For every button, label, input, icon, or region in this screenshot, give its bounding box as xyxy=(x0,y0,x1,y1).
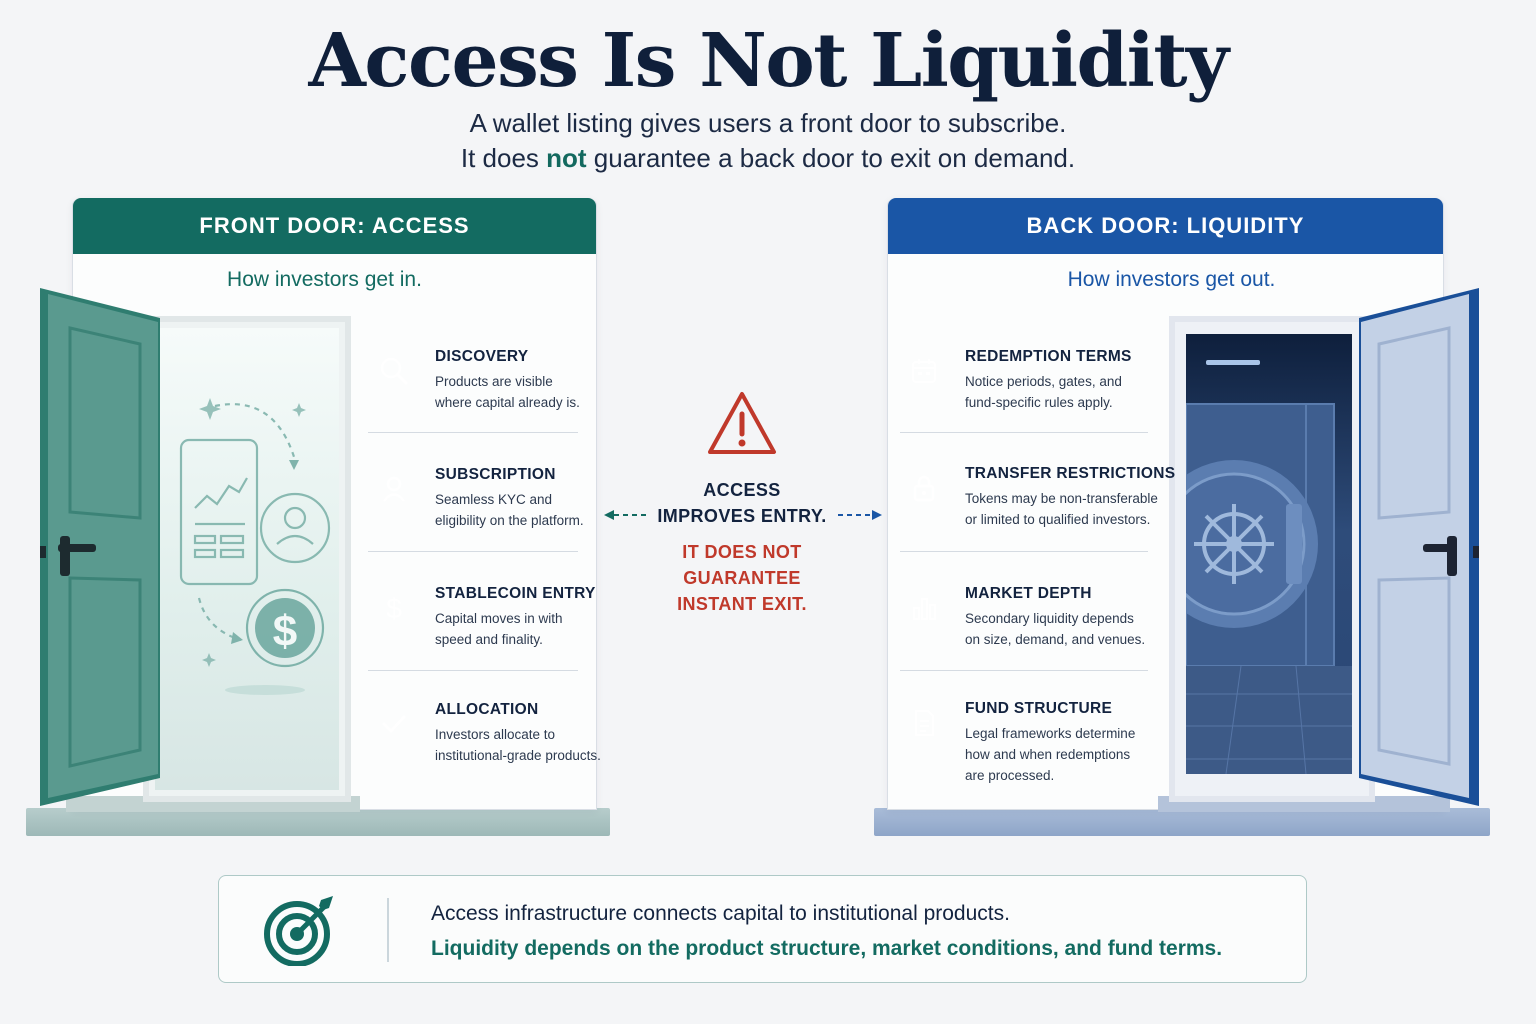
divider xyxy=(368,432,578,433)
summary-line-2: Liquidity depends on the product structu… xyxy=(431,937,1223,960)
vault-room xyxy=(1186,334,1352,774)
desc-line: Investors allocate to xyxy=(435,727,556,742)
front-item-subscription: SUBSCRIPTION Seamless KYC and eligibility… xyxy=(368,463,584,531)
back-item-fund-structure: FUND STRUCTURE Legal frameworks determin… xyxy=(898,697,1135,786)
subtitle-line-2-start: It does xyxy=(460,143,547,173)
front-door-heading: FRONT DOOR: ACCESS xyxy=(73,198,596,254)
back-item-transfer-restrictions: TRANSFER RESTRICTIONS Tokens may be non-… xyxy=(898,462,1175,530)
back-door xyxy=(1359,288,1479,806)
desc-line: are processed. xyxy=(965,768,1055,783)
divider xyxy=(900,670,1148,671)
front-item-title: DISCOVERY xyxy=(435,348,529,365)
front-item-title: STABLECOIN ENTRY xyxy=(435,585,596,602)
front-item-desc: Capital moves in with speed and finality. xyxy=(435,608,596,650)
front-item-allocation: ALLOCATION Investors allocate to institut… xyxy=(368,698,601,766)
back-door-heading: BACK DOOR: LIQUIDITY xyxy=(888,198,1443,254)
summary-separator xyxy=(387,898,389,962)
back-item-title: MARKET DEPTH xyxy=(965,585,1092,602)
summary-bar: Access infrastructure connects capital t… xyxy=(218,875,1307,983)
center-line-1: ACCESS xyxy=(703,480,781,500)
center-callout: ACCESS IMPROVES ENTRY. IT DOES NOT GUARA… xyxy=(604,390,880,620)
back-item-desc: Tokens may be non-transferable or limited… xyxy=(965,488,1175,530)
onboarding-illustration: $ xyxy=(179,398,331,695)
desc-line: where capital already is. xyxy=(435,395,580,410)
summary-line-1: Access infrastructure connects capital t… xyxy=(431,902,1010,925)
back-item-title: TRANSFER RESTRICTIONS xyxy=(965,465,1176,482)
divider xyxy=(368,551,578,552)
back-item-desc: Legal frameworks determine how and when r… xyxy=(965,723,1135,786)
desc-line: eligibility on the platform. xyxy=(435,513,584,528)
front-item-title: SUBSCRIPTION xyxy=(435,466,556,483)
desc-line: fund-specific rules apply. xyxy=(965,395,1113,410)
arrow-left-icon xyxy=(604,510,648,520)
page-title: Access Is Not Liquidity xyxy=(308,18,1229,104)
front-door xyxy=(40,288,160,806)
bar-chart-icon xyxy=(898,582,950,634)
desc-line: Secondary liquidity depends xyxy=(965,611,1134,626)
desc-line: Products are visible xyxy=(435,374,553,389)
front-item-stablecoin-entry: $ STABLECOIN ENTRY Capital moves in with… xyxy=(368,582,596,650)
subtitle-line-2-end: guarantee a back door to exit on demand. xyxy=(586,143,1076,173)
vault-illustration xyxy=(1186,360,1352,774)
front-item-discovery: DISCOVERY Products are visible where capi… xyxy=(368,345,580,413)
subtitle-line-2: It does not guarantee a back door to exi… xyxy=(0,143,1536,174)
desc-line: institutional-grade products. xyxy=(435,748,601,763)
back-item-redemption-terms: REDEMPTION TERMS Notice periods, gates, … xyxy=(898,345,1132,413)
arrow-right-icon xyxy=(838,510,882,520)
front-door-floor xyxy=(26,808,610,836)
front-door-frame: $ xyxy=(143,316,351,802)
user-icon xyxy=(368,463,420,515)
center-line-2: IMPROVES ENTRY. xyxy=(657,506,827,526)
front-item-desc: Seamless KYC and eligibility on the platf… xyxy=(435,489,584,531)
back-item-title: REDEMPTION TERMS xyxy=(965,348,1132,365)
back-item-market-depth: MARKET DEPTH Secondary liquidity depends… xyxy=(898,582,1145,650)
front-item-desc: Investors allocate to institutional-grade… xyxy=(435,724,601,766)
desc-line: speed and finality. xyxy=(435,632,543,647)
lock-icon xyxy=(898,462,950,514)
back-door-floor xyxy=(874,808,1490,836)
center-line-4: GUARANTEE xyxy=(683,568,801,588)
check-icon xyxy=(368,698,420,750)
divider xyxy=(368,670,578,671)
svg-text:$: $ xyxy=(386,593,402,623)
center-line-3: IT DOES NOT xyxy=(682,542,802,562)
front-item-desc: Products are visible where capital alread… xyxy=(435,371,580,413)
target-icon xyxy=(264,896,333,966)
document-icon xyxy=(898,697,950,749)
front-item-title: ALLOCATION xyxy=(435,701,539,718)
desc-line: or limited to qualified investors. xyxy=(965,512,1151,527)
back-item-title: FUND STRUCTURE xyxy=(965,700,1113,717)
dollar-icon: $ xyxy=(368,582,420,634)
desc-line: Tokens may be non-transferable xyxy=(965,491,1158,506)
back-door-panel: BACK DOOR: LIQUIDITY How investors get o… xyxy=(887,198,1444,810)
back-item-desc: Notice periods, gates, and fund-specific … xyxy=(965,371,1132,413)
subtitle-highlight: not xyxy=(546,143,587,173)
back-door-tagline: How investors get out. xyxy=(1067,268,1276,291)
warning-icon xyxy=(708,392,776,454)
search-icon xyxy=(368,345,420,397)
divider xyxy=(900,432,1148,433)
desc-line: Capital moves in with xyxy=(435,611,563,626)
svg-text:$: $ xyxy=(273,607,297,656)
desc-line: Legal frameworks determine xyxy=(965,726,1136,741)
back-item-desc: Secondary liquidity depends on size, dema… xyxy=(965,608,1145,650)
desc-line: Seamless KYC and xyxy=(435,492,553,507)
front-door-opening: $ xyxy=(155,328,339,790)
desc-line: Notice periods, gates, and xyxy=(965,374,1122,389)
divider xyxy=(900,551,1148,552)
desc-line: on size, demand, and venues. xyxy=(965,632,1146,647)
center-line-5: INSTANT EXIT. xyxy=(677,594,807,614)
desc-line: how and when redemptions xyxy=(965,747,1131,762)
front-door-tagline: How investors get in. xyxy=(227,268,422,291)
calendar-icon xyxy=(898,345,950,397)
subtitle-line-1: A wallet listing gives users a front doo… xyxy=(469,108,1067,138)
